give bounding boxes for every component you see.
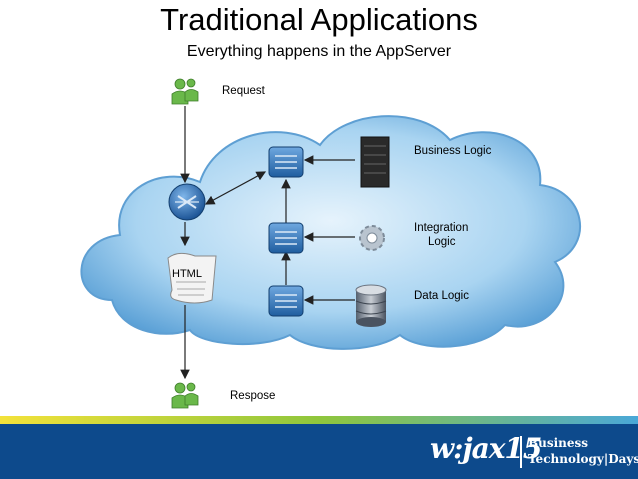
gear-icon — [359, 225, 385, 251]
data-node-icon — [268, 285, 304, 317]
page-title: Traditional Applications — [160, 2, 478, 37]
flow-arrows — [180, 106, 355, 380]
logo-text-line1: Business — [528, 436, 589, 450]
business-logic-label: Business Logic — [414, 145, 492, 157]
page-subtitle: Everything happens in the AppServer — [186, 43, 452, 60]
wjax-logo: w:jax15 Business Technology|Days — [430, 432, 638, 472]
logo-text-line2: Technology|Days — [528, 452, 638, 466]
router-icon — [168, 183, 206, 221]
logo-divider — [520, 436, 522, 468]
html-label: HTML — [172, 268, 202, 280]
response-label: Respose — [230, 390, 276, 402]
user-response-icon — [171, 382, 199, 409]
user-request-icon — [171, 78, 199, 105]
database-icon — [355, 284, 387, 327]
cloud-shape — [80, 115, 581, 350]
footer-bar — [0, 424, 638, 479]
integration-node-icon — [268, 222, 304, 254]
data-logic-label: Data Logic — [414, 290, 469, 302]
server-icon — [360, 136, 390, 188]
integration-logic-label-line1: Integration — [414, 222, 469, 234]
integration-logic-label-line2: Logic — [428, 236, 456, 248]
request-label: Request — [222, 85, 265, 97]
html-document-icon — [167, 252, 217, 304]
footer-accent-bar — [0, 416, 638, 424]
business-node-icon — [268, 146, 304, 178]
wjax-logo-mark: w:jax15 — [430, 432, 542, 465]
arrow-router-business — [204, 171, 267, 205]
